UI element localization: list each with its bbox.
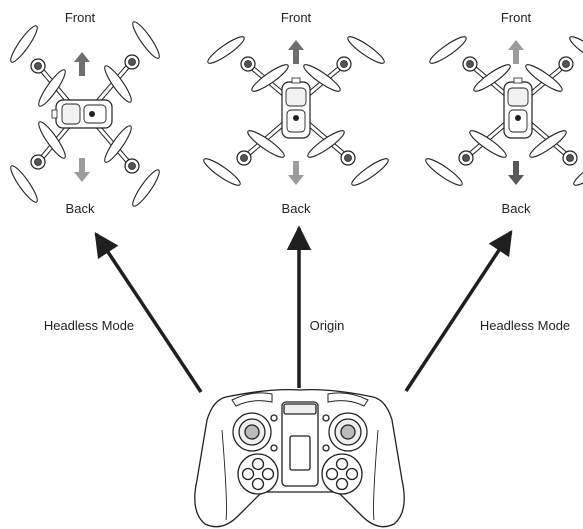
front-label-center: Front <box>281 10 312 25</box>
back-label-center: Back <box>282 201 311 216</box>
back-arrow-left <box>74 158 90 182</box>
drone-left-panel: Front Back <box>7 10 162 216</box>
back-arrow-center <box>288 161 304 185</box>
back-label-right: Back <box>502 201 531 216</box>
front-label-right: Front <box>501 10 532 25</box>
drone-center-panel: Front Back <box>201 10 391 216</box>
drone-right-icon <box>423 33 583 188</box>
gamepad-controller-icon <box>194 389 405 528</box>
back-arrow-right <box>508 161 524 185</box>
mode-label-right: Headless Mode <box>480 318 570 333</box>
mode-label-left: Headless Mode <box>44 318 134 333</box>
front-arrow-center <box>288 40 304 64</box>
mode-label-center: Origin <box>310 318 345 333</box>
drone-right-panel: Front Back <box>423 10 583 216</box>
arrow-to-left-drone <box>94 231 203 393</box>
arrow-to-right-drone <box>404 229 513 392</box>
front-arrow-right <box>508 40 524 64</box>
back-label-left: Back <box>66 201 95 216</box>
front-label-left: Front <box>65 10 96 25</box>
drone-left-icon <box>7 19 162 209</box>
front-arrow-left <box>74 52 90 76</box>
